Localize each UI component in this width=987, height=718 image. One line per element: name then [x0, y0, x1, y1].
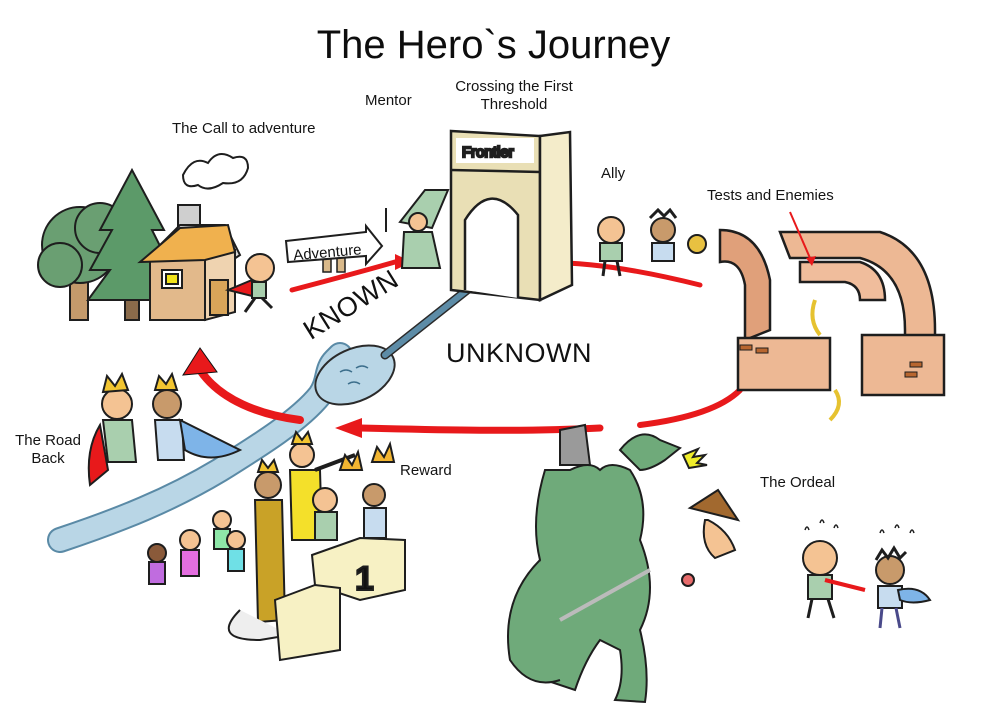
stage-label-ordeal: The Ordeal — [760, 474, 836, 491]
stage-label-tests: Tests and Enemies — [707, 187, 834, 204]
stage-label-road-back-line2: Back — [31, 450, 65, 467]
stage-label-mentor: Mentor — [365, 92, 412, 109]
journey-path — [182, 254, 743, 438]
river — [47, 263, 500, 553]
reward-scene: 1 — [147, 429, 406, 662]
house — [137, 153, 250, 322]
adventure-sign-label: Adventure — [293, 241, 363, 264]
stage-label-reward: Reward — [400, 462, 452, 479]
mentor-wizard — [385, 189, 450, 269]
ally-characters — [597, 207, 707, 277]
road-back-characters — [87, 371, 243, 487]
podium-rank: 1 — [355, 560, 374, 598]
stage-label-threshold-line1: Crossing the First — [455, 78, 573, 95]
ordeal-characters — [802, 519, 932, 629]
adventure-sign: Adventure — [284, 223, 384, 273]
hero-call — [224, 253, 275, 313]
maze — [718, 228, 946, 422]
diagram-title: The Hero`s Journey — [316, 23, 671, 67]
dragon — [507, 423, 741, 704]
stage-label-call: The Call to adventure — [172, 120, 316, 137]
stage-label-threshold-line2: Threshold — [480, 96, 548, 113]
tests-pointer-arrow — [789, 211, 811, 259]
stage-label-threshold: Crossing the First Threshold — [440, 78, 588, 114]
stage-label-road-back: The Road Back — [10, 432, 86, 468]
frontier-arch: Frontier — [449, 129, 574, 302]
frontier-label: Frontier — [462, 144, 514, 161]
stage-label-ally: Ally — [601, 165, 626, 182]
unknown-region-label: UNKNOWN — [446, 338, 592, 368]
stage-label-road-back-line1: The Road — [15, 432, 81, 449]
